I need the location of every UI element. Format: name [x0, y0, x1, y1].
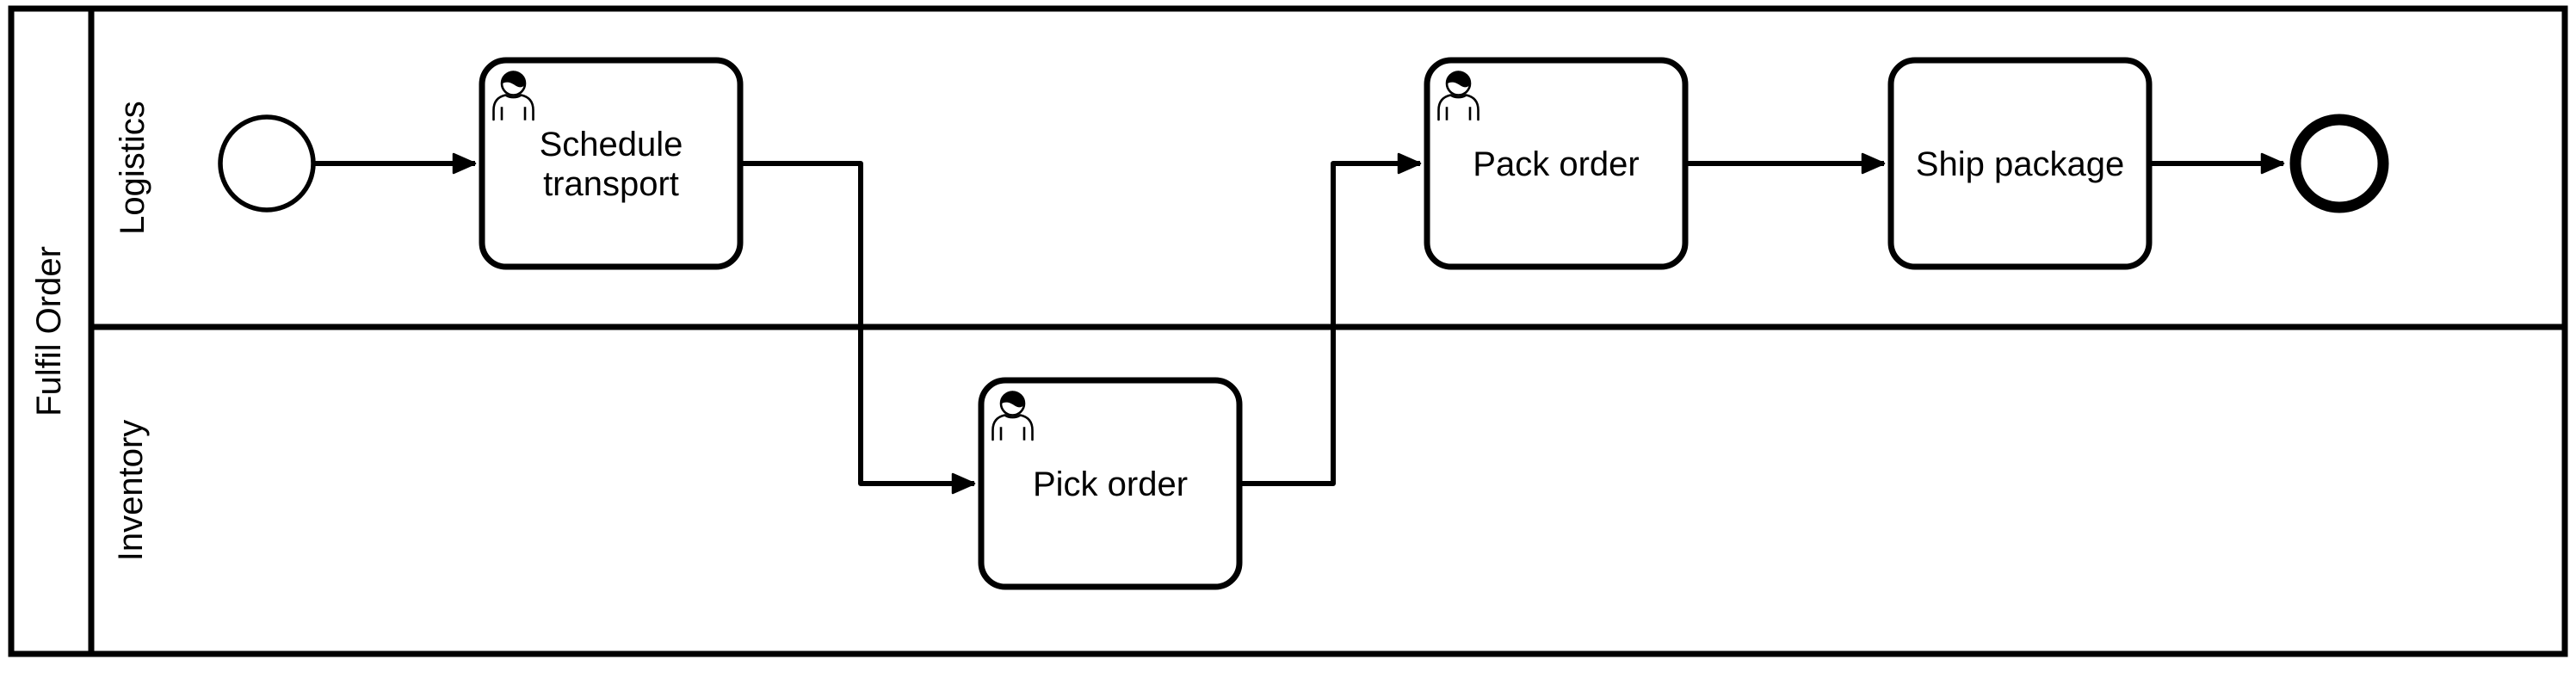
start-event[interactable]: [218, 114, 316, 213]
lane-logistics[interactable]: Logistics: [114, 101, 151, 235]
task-label: transport: [543, 165, 679, 203]
pool-label: Fulfil Order: [30, 246, 68, 416]
lane-label-inventory: Inventory: [112, 420, 150, 562]
task-label: Pack order: [1473, 145, 1639, 183]
task-label: Ship package: [1916, 145, 2124, 183]
end-event[interactable]: [2289, 114, 2389, 213]
flow-schedule-transport-to-pick-order[interactable]: [740, 161, 976, 495]
lane-inventory[interactable]: Inventory: [112, 420, 150, 562]
task-label: Pick order: [1033, 465, 1188, 503]
pool-fulfil-order[interactable]: Fulfil Order: [8, 5, 2568, 657]
flow-pick-order-to-pack-order[interactable]: [1239, 152, 1422, 486]
task-schedule-transport[interactable]: Schedule transport: [479, 57, 744, 270]
task-pack-order[interactable]: Pack order: [1424, 57, 1689, 270]
task-label: Schedule: [540, 126, 683, 163]
lane-label-logistics: Logistics: [114, 101, 151, 235]
task-pick-order[interactable]: Pick order: [978, 377, 1243, 590]
task-ship-package[interactable]: Ship package: [1887, 57, 2153, 270]
